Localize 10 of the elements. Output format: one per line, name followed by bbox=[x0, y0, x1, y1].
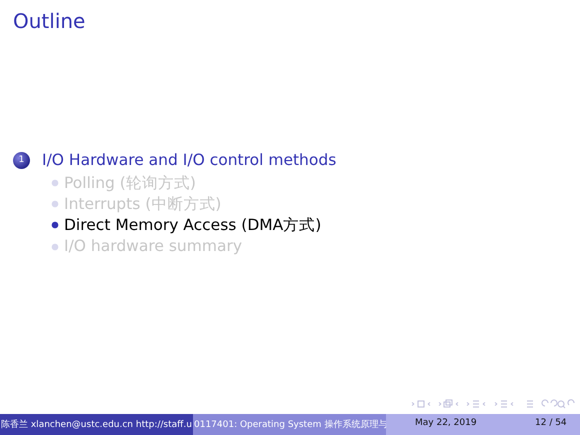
section-heading: I/O Hardware and I/O control methods bbox=[42, 151, 336, 169]
footer-date: May 22, 2019 bbox=[415, 418, 477, 428]
footer-text: 陈香兰 xlanchen@ustc.edu.cn http://staff.u bbox=[1, 418, 192, 431]
subsection-item: I/O hardware summary bbox=[64, 237, 242, 255]
slide-title: Outline bbox=[13, 9, 86, 33]
subsection-item: Interrupts (中断方式) bbox=[64, 194, 222, 215]
page-number: 12 / 54 bbox=[535, 418, 567, 428]
section-number-ball: 1 bbox=[13, 152, 30, 169]
subsection-item: Polling (轮询方式) bbox=[64, 173, 196, 194]
subsection-item: Direct Memory Access (DMA方式) bbox=[64, 215, 322, 236]
